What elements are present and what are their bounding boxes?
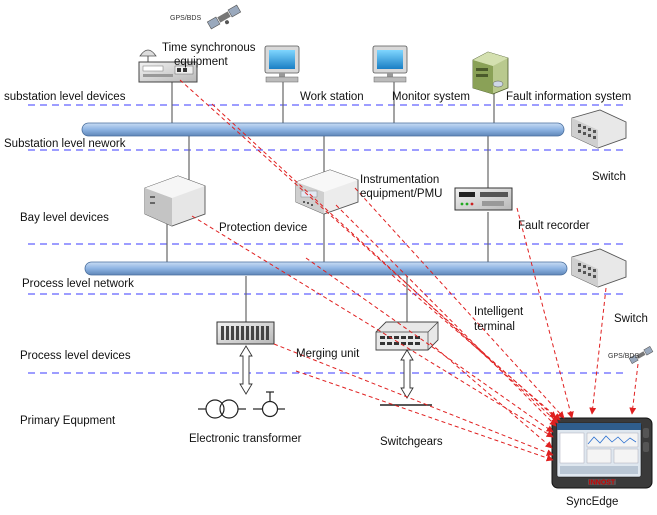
substation-network-bus xyxy=(81,122,565,137)
rack-box-icon xyxy=(454,187,513,211)
primary-equipment-label: Primary Equpment xyxy=(20,415,116,427)
time-sync-label-2: equipment xyxy=(174,56,229,68)
process-level-network-label: Process level network xyxy=(22,278,134,290)
gps-label-top: GPS/BDS xyxy=(170,15,201,22)
device-brand-label: INNOST xyxy=(589,480,616,487)
work-station-label: Work station xyxy=(300,91,364,103)
merging-unit-label: Merging unit xyxy=(296,348,360,360)
intelligent-label-2: terminal xyxy=(474,321,515,333)
signal-arrow xyxy=(335,204,557,427)
double-arrow-icon xyxy=(239,345,253,395)
double-arrow-icon xyxy=(400,349,414,399)
device-connectors xyxy=(166,80,495,325)
signal-arrow xyxy=(354,187,565,419)
protection-device-label: Protection device xyxy=(219,222,307,234)
signal-arrow xyxy=(295,370,554,462)
signal-arrow xyxy=(516,207,574,419)
signal-arrow xyxy=(429,342,553,449)
rack-box-icon xyxy=(144,175,206,227)
monitor-system-label: Monitor system xyxy=(392,91,470,103)
network-switch-icon xyxy=(571,248,627,288)
syncedge-label: SyncEdge xyxy=(566,496,618,508)
fault-recorder-label: Fault recorder xyxy=(518,220,590,232)
fault-info-system-label: Fault information system xyxy=(506,91,631,103)
instrumentation-label-2: equipment/PMU xyxy=(360,188,442,200)
intelligent-label: Intelligent xyxy=(474,306,524,318)
gps-label-right: GPS/BDS xyxy=(608,353,639,360)
signal-arrow xyxy=(629,363,639,415)
computer-icon xyxy=(372,45,408,83)
switchgears-label: Switchgears xyxy=(380,436,443,448)
server-tower-icon xyxy=(472,51,509,95)
satellite-icon xyxy=(628,346,654,364)
transformer-symbol-icon xyxy=(198,391,285,419)
time-sync-label: Time synchronous xyxy=(162,42,256,54)
electronic-transformer-label: Electronic transformer xyxy=(189,433,302,445)
signal-arrows xyxy=(179,79,639,462)
satellite-icon xyxy=(206,4,242,30)
switch-label-1: Switch xyxy=(592,171,626,183)
signal-arrow xyxy=(191,215,554,438)
computer-icon xyxy=(264,45,300,83)
signal-arrow xyxy=(589,287,607,415)
rack-box-icon xyxy=(216,321,275,345)
substation-level-network-label: Substation level nework xyxy=(4,138,126,150)
signal-arrow xyxy=(273,343,554,456)
process-level-devices-label: Process level devices xyxy=(20,350,131,362)
instrumentation-label: Instrumentation xyxy=(360,174,439,186)
network-switch-icon xyxy=(571,109,627,149)
signal-arrow xyxy=(179,79,557,419)
handheld-tester-icon: INNOST xyxy=(551,417,653,489)
rack-box-icon xyxy=(295,169,359,215)
time-server-icon xyxy=(138,49,198,83)
rack-box-icon xyxy=(375,321,439,351)
bay-level-devices-label: Bay level devices xyxy=(20,212,109,224)
level-dividers xyxy=(28,104,625,374)
signal-arrow xyxy=(305,257,554,433)
substation-level-devices-label: substation level devices xyxy=(4,91,126,103)
signal-arrow xyxy=(391,274,561,421)
switch-label-2: Switch xyxy=(614,313,648,325)
process-network-bus xyxy=(84,261,568,276)
